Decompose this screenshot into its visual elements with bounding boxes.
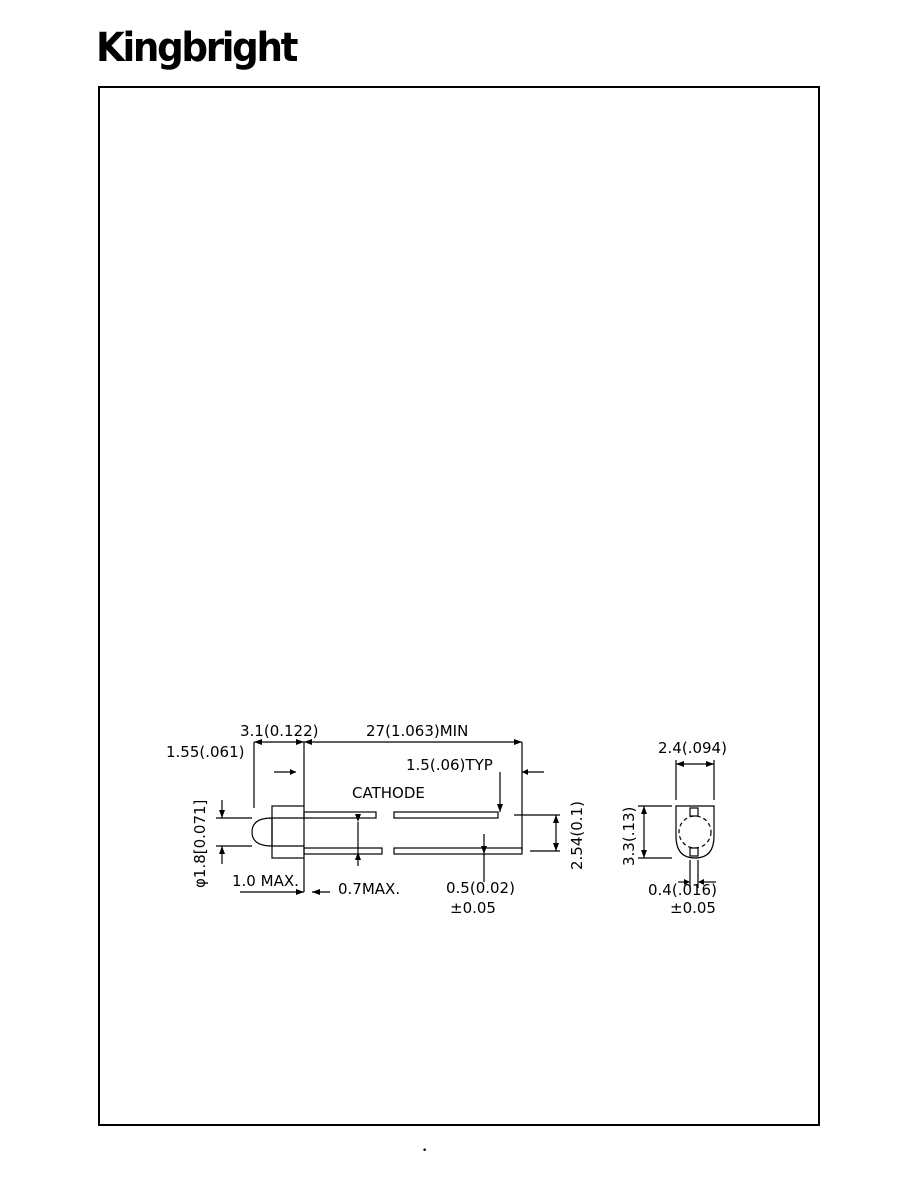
cathode-label: CATHODE (352, 784, 425, 802)
lens-dome (251, 817, 273, 847)
lead-width-tolerance: ±0.05 (450, 899, 496, 917)
lead-spacing-label: 2.54(0.1) (568, 801, 586, 870)
page-footer-mark: • (422, 1146, 428, 1156)
end-height-label: 3.3(.13) (620, 807, 638, 866)
lead-max-label: 0.7MAX. (338, 880, 400, 898)
led-body (271, 805, 305, 859)
flange-offset-label: 1.55(.061) (166, 743, 245, 761)
lower-lead-near (303, 847, 383, 855)
lens-diameter-label: φ1.8[0.071] (191, 800, 209, 888)
flange-max-label: 1.0 MAX. (232, 872, 299, 890)
lead-length-label: 27(1.063)MIN (366, 722, 468, 740)
drawing-frame (98, 86, 820, 1126)
end-lead-tolerance: ±0.05 (670, 899, 716, 917)
end-width-label: 2.4(.094) (658, 739, 727, 757)
end-view-outline (675, 805, 715, 859)
upper-lead-near (303, 811, 377, 819)
end-lead-label: 0.4(.016) (648, 881, 717, 899)
upper-lead-far (393, 811, 499, 819)
body-length-label: 3.1(0.122) (240, 722, 319, 740)
lead-step-label: 1.5(.06)TYP (406, 756, 493, 774)
lead-width-label: 0.5(0.02) (446, 879, 515, 897)
brand-logo: Kingbright (96, 25, 298, 71)
lower-lead-far (393, 847, 523, 855)
